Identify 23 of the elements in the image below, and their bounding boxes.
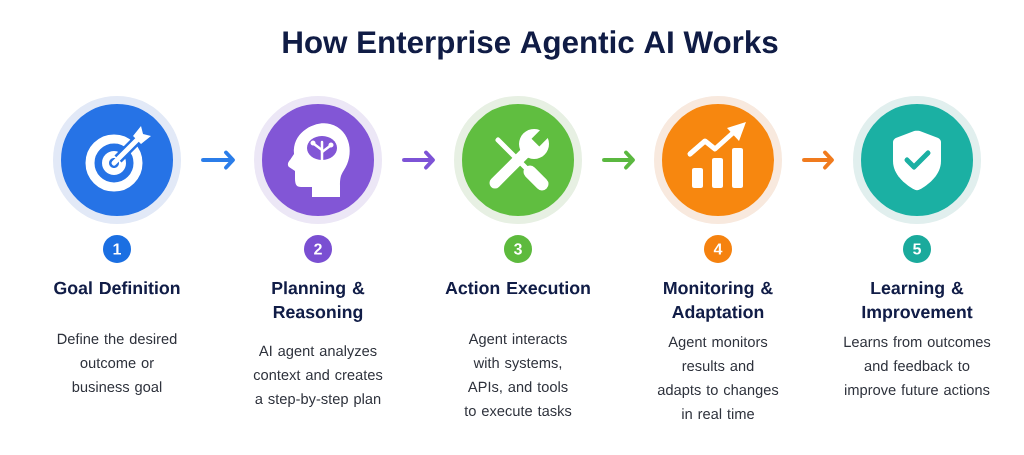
step-heading: Action Execution [445, 281, 590, 295]
icon-circle [53, 96, 181, 224]
step-heading: Planning & Reasoning [272, 281, 365, 322]
step-heading: Monitoring & Adaptation [664, 281, 773, 322]
arrow [402, 150, 435, 170]
step-description: Agent interacts with systems, APIs, and tools to execute tasks [464, 333, 572, 417]
step-description: AI agent analyzes context and creates a step-by-step plan [253, 345, 383, 407]
step-heading: Goal Definition [54, 281, 180, 295]
step-heading: Learning & Improvement [862, 281, 973, 322]
step-description: Agent monitors results and adapts to changes in real time [657, 336, 779, 420]
icon-circle [654, 96, 782, 224]
number-badge: 3 [504, 235, 532, 263]
number-badge: 2 [304, 235, 332, 263]
number-badge: 1 [103, 235, 131, 263]
arrow [201, 150, 235, 170]
arrow [802, 150, 834, 170]
number-badge: 5 [903, 235, 931, 263]
arrow [602, 150, 635, 170]
title: How Enterprise Agentic AI Works [283, 30, 778, 60]
step-description: Define the desired outcome or business goal [57, 333, 177, 395]
icon-circle [454, 96, 582, 224]
number-badge: 4 [704, 235, 732, 263]
step-description: Learns from outcomes and feedback to improve future actions [844, 336, 991, 398]
